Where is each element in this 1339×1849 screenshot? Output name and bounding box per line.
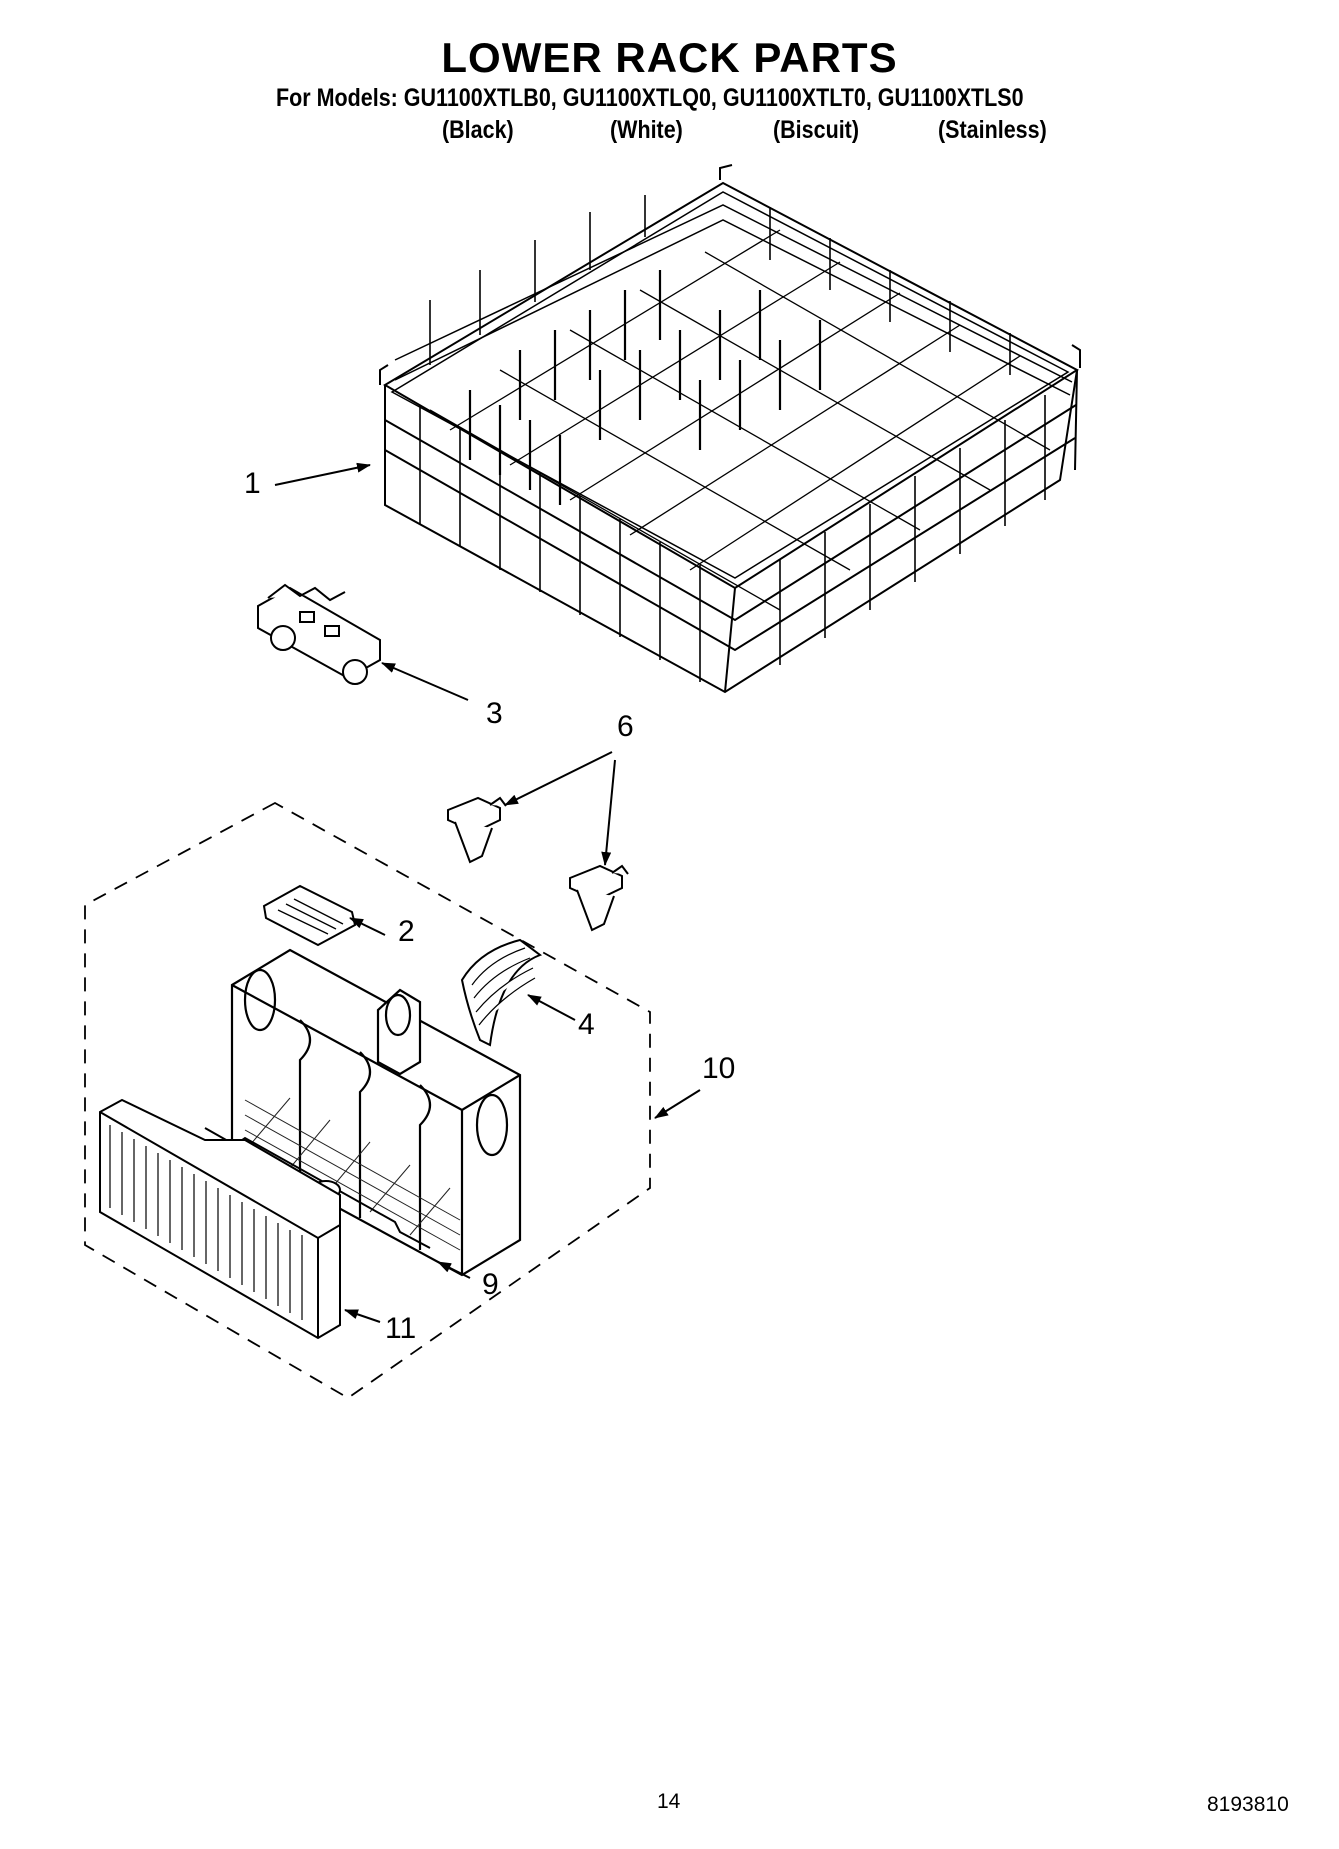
document-number: 8193810 — [1207, 1793, 1289, 1816]
callout-2: 2 — [398, 915, 415, 948]
color-black: (Black) — [442, 116, 514, 144]
rack-clip-bracket-a — [447, 796, 507, 864]
callout-1: 1 — [244, 467, 261, 500]
leader-arrows — [274, 462, 701, 1323]
color-stainless: (Stainless) — [938, 116, 1047, 144]
assembly-boundary — [84, 801, 651, 1400]
lower-rack-basket — [379, 164, 1081, 694]
rack-clip-bracket-b — [569, 864, 629, 932]
page-number: 14 — [657, 1790, 681, 1813]
rack-wheel-bracket — [257, 583, 381, 685]
silverware-basket — [230, 948, 522, 1277]
color-biscuit: (Biscuit) — [773, 116, 859, 144]
callout-6: 6 — [617, 710, 634, 743]
callout-10: 10 — [702, 1052, 736, 1085]
callout-4: 4 — [578, 1008, 595, 1041]
curved-grille — [460, 938, 543, 1047]
basket-cover-lid — [99, 1098, 341, 1340]
page-title: LOWER RACK PARTS — [441, 34, 898, 81]
callout-9: 9 — [482, 1268, 499, 1301]
callout-11: 11 — [385, 1312, 417, 1345]
models-line: For Models: GU1100XTLB0, GU1100XTLQ0, GU… — [276, 84, 1024, 112]
color-white: (White) — [610, 116, 683, 144]
callout-3: 3 — [486, 697, 503, 730]
small-grille — [262, 884, 357, 947]
